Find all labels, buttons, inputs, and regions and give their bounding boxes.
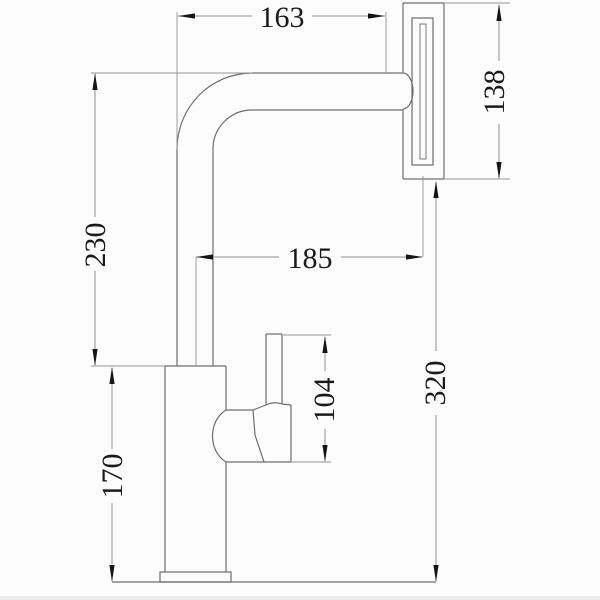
nozzle-slot: [411, 17, 434, 166]
tube-outer-curve: [176, 72, 254, 151]
dimension-label: 138: [478, 70, 511, 115]
dimension-spout-rise: 230: [79, 72, 253, 367]
dimension-label: 104: [308, 378, 341, 423]
spout-tube: [176, 72, 403, 366]
dimension-spray-head-height: 138: [444, 2, 511, 180]
arrow-down-icon: [433, 565, 439, 582]
scan-artifact-band: [0, 596, 600, 600]
dimension-label: 185: [288, 242, 333, 275]
arrow-up-icon: [322, 336, 328, 353]
arrow-down-icon: [496, 162, 502, 179]
dimension-label: 163: [260, 1, 305, 34]
arrow-down-icon: [322, 445, 328, 462]
dimension-label: 230: [79, 223, 112, 268]
handle-assembly: [212, 333, 292, 463]
dimension-annotations: 163 138 230 170: [79, 1, 511, 582]
arrow-up-icon: [109, 367, 115, 384]
tube-inner-curve: [212, 109, 253, 150]
arrow-right-icon: [406, 254, 423, 260]
spout-connector-bulge: [402, 72, 414, 110]
cartridge-left-bulge: [212, 409, 227, 463]
arrow-left-icon: [178, 13, 195, 19]
arrow-down-icon: [109, 565, 115, 582]
dimension-body-height: 170: [96, 367, 129, 582]
dimension-spout-center-reach: 185: [195, 176, 424, 366]
dimension-handle-height: 104: [283, 334, 341, 463]
arrow-right-icon: [368, 13, 385, 19]
dimension-label: 170: [96, 454, 129, 499]
lever-front-edge: [252, 409, 265, 463]
faucet-outline: [112, 2, 445, 583]
handle-rod-base-curve: [265, 402, 283, 406]
lever-top-right-edge: [281, 403, 292, 406]
dimension-label: 320: [419, 361, 452, 406]
lever-top-left-edge: [252, 404, 267, 411]
dimension-spout-reach: 163: [176, 1, 387, 150]
spray-head: [402, 2, 445, 180]
arrow-down-icon: [92, 349, 98, 366]
dimension-outlet-height: 320: [419, 181, 452, 582]
arrow-up-icon: [433, 181, 439, 198]
arrow-up-icon: [496, 4, 502, 21]
arrow-left-icon: [196, 254, 213, 260]
arrow-up-icon: [92, 73, 98, 90]
nozzle-slot-inner: [419, 23, 427, 160]
